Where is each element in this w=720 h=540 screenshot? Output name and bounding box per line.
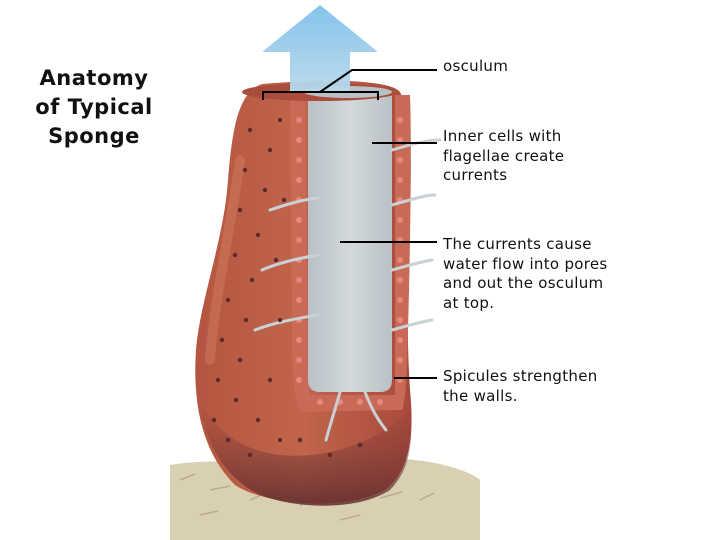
label-currents-line-1: The currents cause [443, 235, 592, 253]
label-inner-cells-line-3: currents [443, 166, 508, 184]
label-currents-line-3: and out the osculum [443, 274, 604, 292]
spongocoel [308, 95, 392, 392]
water-channels [253, 138, 442, 442]
label-currents-line-2: water flow into pores [443, 254, 608, 273]
title-line-3: Sponge [48, 124, 140, 148]
label-spicules: Spicules strengthen the walls. [443, 367, 713, 406]
label-spicules-line-1: Spicules strengthen [443, 367, 598, 385]
label-spicules-line-2: the walls. [443, 386, 518, 405]
label-currents: The currents cause water flow into pores… [443, 235, 713, 313]
leader-lines [262, 69, 437, 379]
osculum-leader [262, 69, 437, 100]
choanocyte-chambers [296, 117, 403, 405]
label-osculum: osculum [443, 57, 713, 77]
label-currents-line-4: at top. [443, 293, 495, 312]
title-line-2: of Typical [35, 95, 153, 119]
label-inner-cells: Inner cells with flagellae create curren… [443, 127, 713, 186]
sponge-base-shadow [200, 400, 412, 506]
label-inner-cells-line-1: Inner cells with [443, 127, 562, 145]
pores [211, 117, 363, 458]
outflow-arrow [262, 5, 378, 92]
label-osculum-line-1: osculum [443, 57, 509, 75]
title-line-1: Anatomy [39, 66, 149, 90]
label-inner-cells-line-2: flagellae create [443, 146, 565, 165]
sponge-highlight [205, 155, 245, 365]
